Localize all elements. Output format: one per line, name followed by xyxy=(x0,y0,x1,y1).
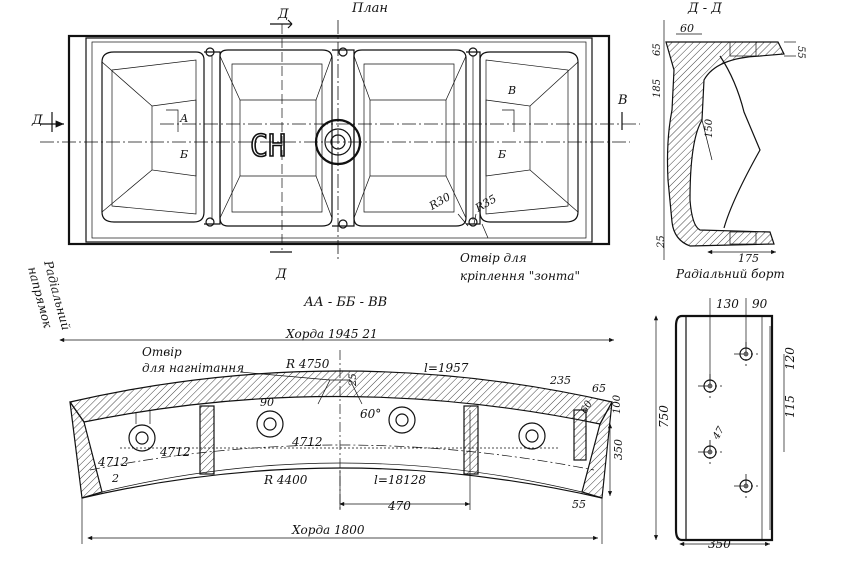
side-dim-750: 750 xyxy=(657,405,671,428)
side-dim-115: 115 xyxy=(783,395,797,418)
aa-dim-25: 25 xyxy=(348,373,359,387)
side-dim-120: 120 xyxy=(783,347,797,370)
hole-inject-line2: для нагнітання xyxy=(142,361,244,375)
chord-top: Хорда 1945 21 xyxy=(285,327,378,341)
plan-view: План xyxy=(31,1,640,283)
radius-r35: R35 xyxy=(472,192,499,215)
side-view: 130 90 120 115 750 47 350 xyxy=(653,297,797,551)
aa-dim-100: 100 xyxy=(612,394,623,414)
aa-dim-470: 470 xyxy=(387,499,411,513)
dd-dim-150: 150 xyxy=(704,118,715,138)
hole-note-line2: кріплення "зонта" xyxy=(460,269,580,283)
label-b-right: Б xyxy=(497,148,506,161)
hole-note-line1: Отвір для xyxy=(460,251,527,265)
compartment xyxy=(479,51,579,223)
dd-dim-25: 25 xyxy=(656,235,667,249)
arc-l1957: l=1957 xyxy=(424,361,469,375)
label-b-left: Б xyxy=(179,148,188,161)
aa-dim-235: 235 xyxy=(549,374,571,387)
profile-section xyxy=(665,41,785,247)
arc-l18128: l=18128 xyxy=(374,473,426,487)
bolt-hole xyxy=(698,440,722,464)
aa-dim-4712-b: 4712 xyxy=(159,445,191,459)
compartment xyxy=(219,49,333,227)
side-dim-130: 130 xyxy=(716,297,739,311)
label-v: В xyxy=(507,84,516,97)
arch-bottom-line xyxy=(81,467,603,499)
aa-dim-2: 2 xyxy=(111,472,119,485)
section-mark-right: В xyxy=(617,93,628,108)
boss xyxy=(256,410,284,438)
section-dd-title: Д - Д xyxy=(687,1,722,16)
aa-dim-90: 90 xyxy=(260,396,274,409)
dd-dim-65: 65 xyxy=(652,43,663,56)
boss xyxy=(518,422,546,450)
dd-caption: Радіальний борт xyxy=(675,267,785,281)
hole-inject-line1: Отвір xyxy=(142,345,182,359)
rib-section xyxy=(199,405,215,475)
compartment xyxy=(353,49,467,227)
center-letters: СН xyxy=(250,129,286,164)
rib xyxy=(466,47,481,227)
aa-dim-55: 55 xyxy=(572,498,586,511)
dd-dim-60: 60 xyxy=(680,22,694,35)
plan-outer-frame xyxy=(67,34,611,246)
section-mark-top: Д xyxy=(277,7,289,22)
radius-r4750: R 4750 xyxy=(285,357,330,371)
center-rib xyxy=(332,47,355,229)
compartment xyxy=(101,51,205,223)
radius-r30: R30 xyxy=(426,190,453,213)
section-mark-left: Д xyxy=(31,113,43,128)
section-aa-title: АА - ББ - ВВ xyxy=(303,295,387,310)
dd-dim-185: 185 xyxy=(652,79,663,98)
section-mark-bottom: Д xyxy=(275,267,287,282)
label-a: А xyxy=(179,112,188,125)
radius-r4400: R 4400 xyxy=(263,473,308,487)
aa-dim-60deg: 60° xyxy=(360,407,381,421)
plan-inner-frame xyxy=(85,37,593,243)
aa-dim-4712-c: 4712 xyxy=(97,455,129,469)
rib xyxy=(204,47,221,227)
boss xyxy=(388,406,416,434)
boss xyxy=(128,410,156,452)
dd-dim-55: 55 xyxy=(795,46,806,59)
section-dd: Д - Д 60 65 55 185 150 25 175 Радіальний… xyxy=(652,1,806,281)
side-dim-90: 90 xyxy=(752,297,768,311)
aa-dim-350: 350 xyxy=(612,439,625,460)
aa-dim-4712-a: 4712 xyxy=(291,435,323,449)
bolt-hole xyxy=(734,474,758,498)
section-aa: АА - ББ - ВВ Радіальний напрямок Хорда 1… xyxy=(25,258,625,544)
side-dim-d47: 47 xyxy=(711,424,728,442)
dd-dim-175: 175 xyxy=(738,252,759,265)
arch-top-shell xyxy=(68,370,613,425)
plan-title: План xyxy=(351,1,388,16)
side-view-outline xyxy=(674,314,774,542)
inject-boss xyxy=(317,379,363,405)
chord-bottom: Хорда 1800 xyxy=(291,523,365,537)
rib-section xyxy=(463,405,479,475)
aa-dim-65: 65 xyxy=(592,382,606,395)
